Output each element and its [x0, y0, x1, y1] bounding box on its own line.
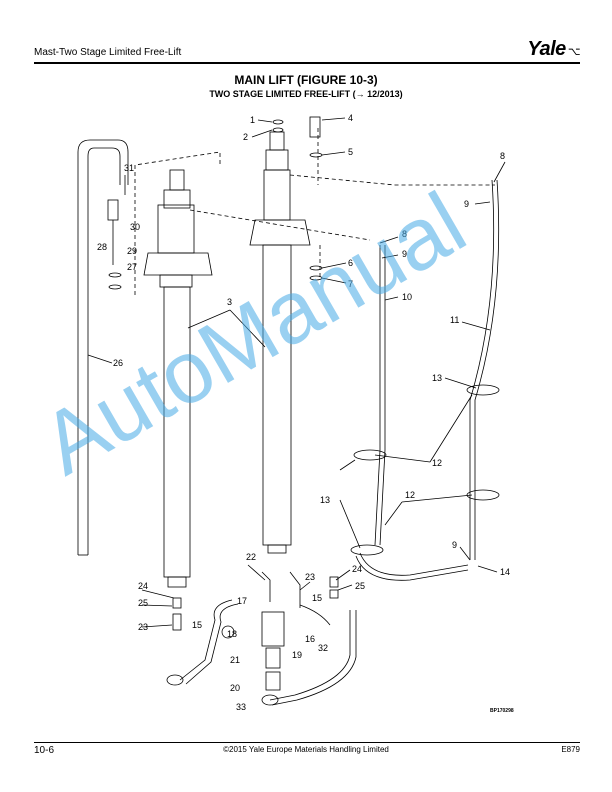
callout-4: 4: [348, 113, 353, 123]
callout-15b: 15: [312, 593, 322, 603]
tube-26: [77, 139, 129, 555]
callout-17: 17: [237, 596, 247, 606]
callout-8a: 8: [402, 229, 407, 239]
callout-30: 30: [130, 222, 140, 232]
callout-13a: 13: [432, 373, 442, 383]
callout-15a: 15: [192, 620, 202, 630]
callout-32: 32: [318, 643, 328, 653]
exploded-parts-diagram: 1 2 3 4 5 6 7 8 8 9 9 9 10 11 12 12 13 1…: [77, 113, 514, 714]
callout-10: 10: [402, 292, 412, 302]
callout-9b: 9: [464, 199, 469, 209]
callout-23a: 23: [138, 622, 148, 632]
callout-1: 1: [250, 115, 255, 125]
callout-22: 22: [246, 552, 256, 562]
callout-33: 33: [236, 702, 246, 712]
callout-14: 14: [500, 567, 510, 577]
callout-29: 29: [127, 246, 137, 256]
callout-26: 26: [113, 358, 123, 368]
callout-2: 2: [243, 132, 248, 142]
callout-11: 11: [450, 315, 459, 325]
callout-5: 5: [348, 147, 353, 157]
callout-16: 16: [305, 634, 315, 644]
forklift-icon: ⌥: [567, 46, 581, 58]
callout-28: 28: [97, 242, 107, 252]
callout-9c: 9: [452, 540, 457, 550]
figure-title: MAIN LIFT (FIGURE 10-3): [234, 73, 378, 87]
callout-8b: 8: [500, 151, 505, 161]
callout-13b: 13: [320, 495, 330, 505]
callout-24b: 24: [352, 564, 362, 574]
header-rule: [34, 62, 580, 64]
callout-24a: 24: [138, 581, 148, 591]
callout-21: 21: [230, 655, 240, 665]
section-title: Mast-Two Stage Limited Free-Lift: [34, 47, 182, 58]
callout-9a: 9: [402, 249, 407, 259]
yale-logo: Yale⌥: [527, 38, 581, 60]
callout-12a: 12: [432, 458, 442, 468]
callout-25b: 25: [355, 581, 365, 591]
callout-18: 18: [227, 629, 237, 639]
callout-3: 3: [227, 297, 232, 307]
drawing-code: BP170298: [490, 708, 514, 714]
callout-12b: 12: [405, 490, 415, 500]
page-header: Mast-Two Stage Limited Free-Lift Yale⌥: [34, 38, 581, 62]
callout-23b: 23: [305, 572, 315, 582]
callout-7: 7: [348, 279, 353, 289]
copyright: ©2015 Yale Europe Materials Handling Lim…: [223, 745, 389, 754]
callout-27: 27: [127, 262, 137, 272]
callout-31: 31: [124, 163, 134, 173]
callout-25a: 25: [138, 598, 148, 608]
callout-6: 6: [348, 258, 353, 268]
document-code: E879: [561, 745, 580, 754]
callout-20: 20: [230, 683, 240, 693]
callout-19: 19: [292, 650, 302, 660]
page-number: 10-6: [34, 745, 55, 756]
figure-subtitle: TWO STAGE LIMITED FREE-LIFT (→ 12/2013): [209, 89, 403, 99]
footer-rule: [34, 742, 580, 743]
